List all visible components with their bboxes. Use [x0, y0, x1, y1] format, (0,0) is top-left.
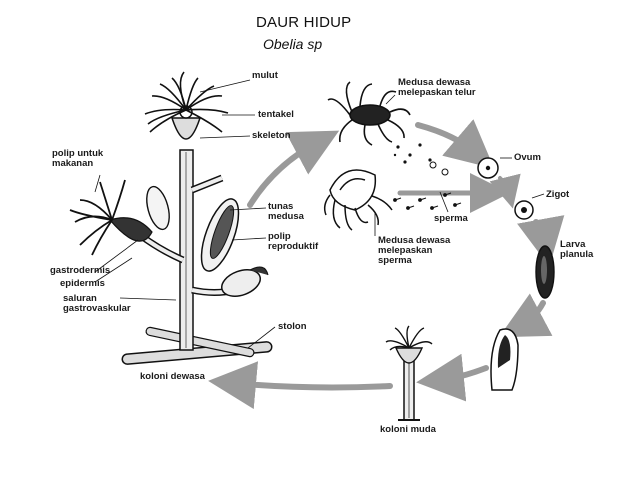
label-tunas-medusa: tunas medusa: [268, 202, 304, 222]
label-koloni-dewasa: koloni dewasa: [140, 372, 205, 382]
medusa-male: [325, 170, 392, 230]
label-mulut: mulut: [252, 71, 278, 81]
arrow-colony-to-medusa: [250, 142, 318, 205]
label-skeleton: skeleton: [252, 131, 291, 141]
arrow-young-to-adult: [232, 383, 390, 387]
label-gastrodermis: gastrodermis: [50, 266, 110, 276]
label-saluran-gastrovaskular: saluran gastrovaskular: [63, 294, 131, 314]
arrow-medusa-to-ovum: [418, 125, 476, 153]
diagram-subtitle: Obelia sp: [263, 36, 322, 52]
zigot: [515, 201, 533, 219]
label-larva-planula: Larva planula: [560, 240, 593, 260]
label-stolon: stolon: [278, 322, 307, 332]
label-sperma: sperma: [434, 214, 468, 224]
label-polip-reproduktif: polip reproduktif: [268, 232, 318, 252]
young-colony: [386, 326, 432, 420]
arrow-ovum-to-zigot: [500, 178, 509, 193]
label-medusa-telur: Medusa dewasa melepaskan telur: [398, 78, 476, 98]
diagram-title: DAUR HIDUP: [256, 14, 351, 31]
label-epidermis: epidermis: [60, 279, 105, 289]
label-ovum: Ovum: [514, 153, 541, 163]
label-zigot: Zigot: [546, 190, 569, 200]
label-koloni-muda: koloni muda: [380, 425, 436, 435]
arrow-larva-to-polyp: [520, 303, 543, 326]
ovum: [478, 158, 498, 178]
arrow-zigot-to-larva: [536, 222, 545, 243]
adult-colony: [110, 106, 272, 365]
arrow-polyp-to-young: [440, 368, 486, 380]
label-tentakel: tentakel: [258, 110, 294, 120]
larva-planula: [536, 246, 554, 298]
eggs: [394, 143, 448, 175]
label-polip-makanan: polip untuk makanan: [52, 149, 103, 169]
left-polyp-tentacles: [70, 180, 125, 255]
label-medusa-sperma: Medusa dewasa melepaskan sperma: [378, 236, 450, 266]
settling-polyp: [491, 329, 518, 390]
